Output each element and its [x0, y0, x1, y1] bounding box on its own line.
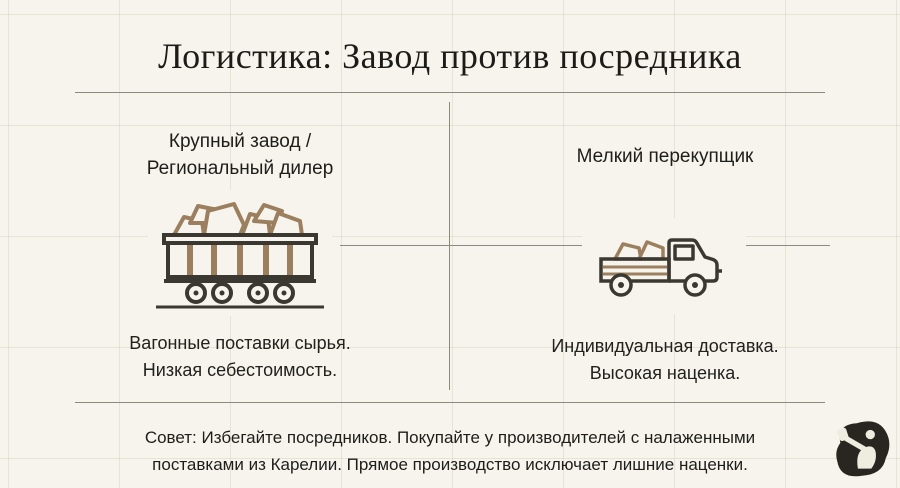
- right-heading-line1: Мелкий перекупщик: [576, 146, 754, 167]
- title-divider: [75, 92, 825, 93]
- left-heading-line2: Региональный дилер: [146, 158, 334, 179]
- left-caption-line2: Низкая себестоимость.: [142, 360, 338, 380]
- left-heading: Крупный завод / Региональный дилер: [60, 128, 420, 182]
- left-heading-line1: Крупный завод /: [168, 131, 312, 152]
- stone-miner-logo-graphic: [836, 421, 890, 477]
- right-caption-line1: Индивидуальная доставка.: [551, 336, 779, 356]
- page-title: Логистика: Завод против посредника: [158, 36, 742, 76]
- footer-divider: [75, 402, 825, 403]
- footer-tip-line1: Совет: Избегайте посредников. Покупайте …: [144, 428, 756, 447]
- center-vertical-divider: [449, 102, 450, 390]
- right-heading: Мелкий перекупщик: [480, 143, 850, 170]
- pickup-truck-graphic: [599, 238, 722, 297]
- stone-miner-logo: [828, 416, 894, 482]
- footer-tip: Совет: Избегайте посредников. Покупайте …: [90, 424, 810, 478]
- right-caption-line2: Высокая наценка.: [589, 363, 741, 383]
- left-caption-line1: Вагонные поставки сырья.: [129, 333, 351, 353]
- right-caption: Индивидуальная доставка. Высокая наценка…: [480, 333, 850, 387]
- left-caption: Вагонные поставки сырья. Низкая себестои…: [60, 330, 420, 384]
- footer-tip-line2: поставками из Карелии. Прямое производст…: [152, 455, 748, 474]
- freight-wagon-icon: [148, 190, 332, 316]
- freight-wagon-graphic: [156, 202, 324, 309]
- pickup-truck-icon: [582, 218, 746, 314]
